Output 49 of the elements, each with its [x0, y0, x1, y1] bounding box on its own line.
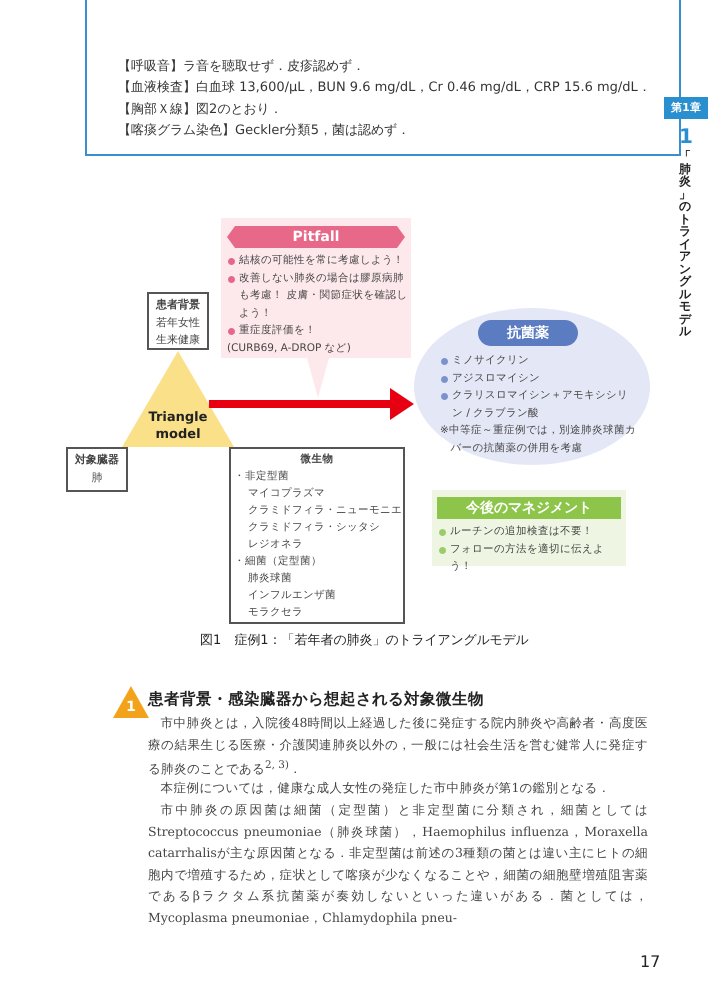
pill-heading: 抗菌薬 — [478, 320, 578, 346]
exam-line: 【胸部Ｘ線】図2のとおり． — [118, 101, 282, 119]
ribbon-heading: Pitfall — [227, 226, 405, 248]
callout-box — [221, 218, 411, 398]
exam-line: 【喀痰グラム染色】Geckler分類5，菌は認めず． — [118, 122, 410, 140]
list-item: フォローの方法を適切に伝えよう！ — [438, 540, 624, 576]
section-number: 1 — [678, 124, 694, 148]
box-text: 生来健康 — [155, 332, 201, 348]
box-text: ・非定型菌 — [234, 469, 290, 484]
page-number: 17 — [640, 952, 660, 972]
triangle-shape — [122, 351, 234, 447]
exam-line: 【血液検査】白血球 13,600/μL，BUN 9.6 mg/dL，Cr 0.46 mg/dL，CRP 15.6 mg/dL． — [118, 79, 651, 97]
box-text: マイコプラズマ — [247, 486, 326, 501]
box-text: 肺 — [90, 470, 104, 486]
box-text: レジオネラ — [247, 537, 304, 552]
body-paragraph: 市中肺炎とは，入院後48時間以上経過した後に発症する院内肺炎や高齢者・高度医療の結果生じる医療・介護関連肺炎以外の，一般には社会生活を営む健常人に発症する肺炎のことである$^{2, 3)}$． — [148, 714, 648, 778]
body-paragraph: 本症例については，健康な成人女性の発症した市中肺炎が第1の鑑別となる． — [160, 779, 612, 797]
section-heading: 患者背景・感染臓器から想起される対象微生物 — [148, 689, 484, 710]
box-heading: 患者背景 — [154, 297, 201, 313]
list-item: 結核の可能性を常に考慮しよう！ — [227, 252, 409, 270]
box-text: インフルエンザ菌 — [247, 588, 337, 603]
box-text: クラミドフィラ・シッタシ — [247, 520, 381, 535]
info-box — [229, 447, 405, 624]
list-item: ※中等症～重症例では，別途肺炎球菌カバーの抗菌薬の併用を考慮 — [440, 423, 636, 456]
info-box — [66, 447, 128, 492]
list-item: 改善しない肺炎の場合は膠原病肺も考慮！ 皮膚・関節症状を確認しよう！ — [227, 270, 409, 322]
box-text: モラクセラ — [247, 605, 304, 620]
list-item: アジスロマイシン — [440, 370, 636, 387]
figure-caption: 図1 症例1：「若年者の肺炎」のトライアングルモデル — [200, 632, 529, 650]
triangle-label: Triangle model — [148, 409, 208, 443]
info-box — [147, 292, 209, 350]
section-icon: 1 — [113, 686, 149, 718]
list-item: 重症度評価を！ — [227, 322, 409, 340]
list-item: (CURB69, A-DROP など) — [227, 340, 352, 356]
chapter-title: 「肺炎」のトライアングルモデル — [679, 150, 692, 338]
box-heading: 微生物 — [299, 452, 334, 467]
chapter-tab: 第1章 — [664, 97, 708, 119]
list-item: ミノサイクリン — [440, 352, 636, 370]
exam-line: 【呼吸音】ラ音を聴取せず．皮疹認めず． — [118, 58, 365, 76]
box-text: ・細菌（定型菌） — [234, 554, 323, 569]
box-heading: 対象臓器 — [74, 452, 120, 468]
box-text: 若年女性 — [155, 314, 201, 330]
box-text: 肺炎球菌 — [247, 571, 293, 586]
panel-heading: 今後のマネジメント — [437, 497, 621, 519]
list-item: ルーチンの追加検査は不要！ — [438, 523, 624, 540]
arrow — [208, 388, 414, 420]
box-text: クラミドフィラ・ニューモニエ — [247, 503, 400, 518]
body-paragraph: 市中肺炎の原因菌は細菌（定型菌）と非定型菌に分類され，細菌としてはStreptococcus pneumoniae（肺炎球菌），Haemophilus influenza，Moraxella catarrhalisが主な原因菌となる．非定型菌は前述の3種類の菌とは違い主にヒトの細胞内で増殖するため，症状として喀痰が少なくなることや，細菌の細胞壁増殖阻害薬であるβラクタム系抗菌薬が奏効しないといった違いがある．菌としては，Mycoplasma pneumoniae，Chlamydophila pneu- — [148, 801, 648, 927]
list-item: クラリスロマイシン＋アモキシシリン / クラブラン酸 — [440, 387, 636, 422]
